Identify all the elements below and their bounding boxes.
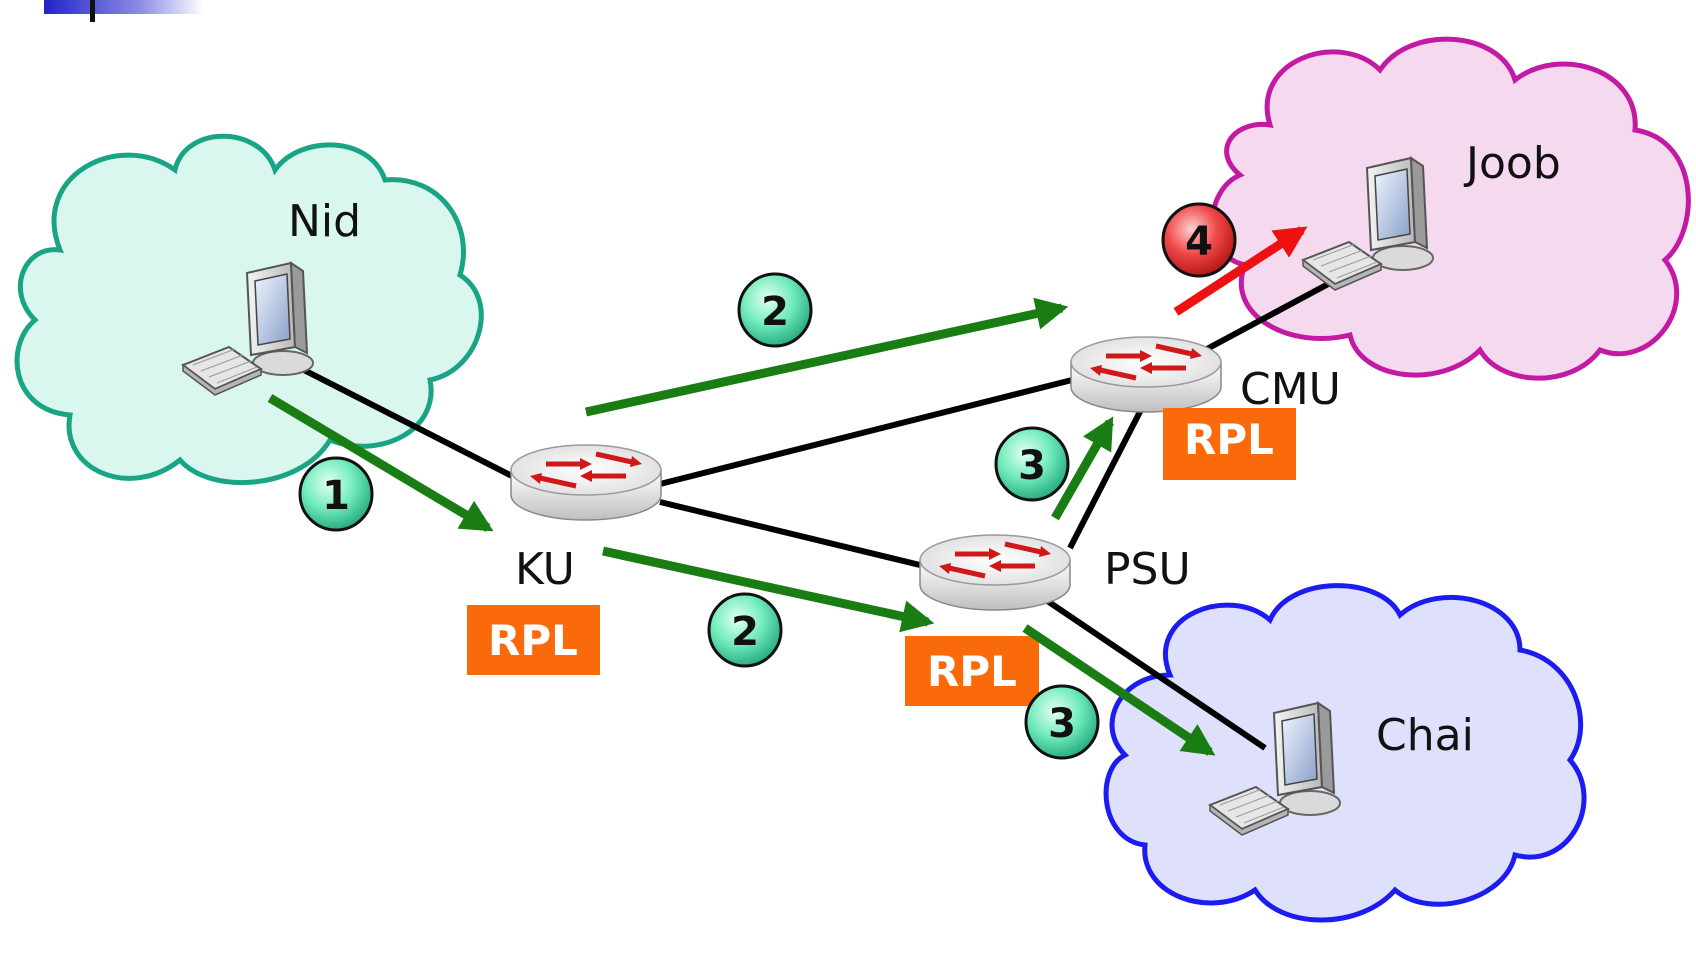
rpl-label-ku: RPL — [488, 616, 578, 665]
link-cmu-joob — [1203, 272, 1347, 353]
link-ku-psu — [659, 499, 921, 568]
step-badge-2b: 2 — [707, 592, 783, 668]
step-label-2b: 2 — [731, 609, 759, 655]
link-nid-ku — [298, 365, 514, 479]
cloud-chai-shape — [1103, 583, 1587, 923]
corner-accent — [44, 0, 204, 14]
step-label-4: 4 — [1185, 219, 1213, 265]
arrow-step-2-ku-psu — [602, 546, 935, 633]
arrow-step-3-psu-chai — [1022, 624, 1216, 756]
arrow-step-1 — [267, 394, 494, 532]
router-icon-psu — [920, 535, 1070, 610]
rpl-label-psu: RPL — [927, 647, 1017, 696]
network-label-chai: Chai — [1376, 710, 1474, 761]
link-psu-chai — [1038, 593, 1267, 751]
step-badge-3b: 3 — [1024, 684, 1100, 760]
links — [298, 272, 1347, 751]
step-badge-1: 1 — [298, 456, 374, 532]
rpl-badge-psu: RPL — [905, 636, 1039, 706]
link-psu-cmu — [1067, 398, 1149, 550]
cloud-joob-shape — [1210, 36, 1691, 381]
rpl-label-cmu: RPL — [1184, 415, 1274, 464]
network-label-joob: Joob — [1463, 138, 1561, 189]
cloud-chai — [1103, 583, 1587, 923]
router-label-cmu: CMU — [1240, 364, 1341, 415]
rpl-badge-ku: RPL — [467, 605, 600, 675]
step-badge-2a: 2 — [737, 272, 813, 348]
step-badge-3a: 3 — [994, 426, 1070, 502]
router-label-psu: PSU — [1104, 544, 1191, 595]
router-label-ku: KU — [515, 544, 575, 595]
step-label-1: 1 — [322, 473, 350, 519]
router-icon-ku — [511, 445, 661, 520]
arrow-step-2-ku-cmu — [585, 297, 1069, 417]
step-badge-4: 4 — [1161, 202, 1237, 278]
arrow-step-4-cmu-joob — [1173, 226, 1308, 316]
rpl-badge-cmu: RPL — [1163, 408, 1296, 480]
link-ku-cmu — [659, 377, 1073, 487]
router-icon-cmu — [1071, 337, 1221, 412]
step-label-3a: 3 — [1018, 443, 1046, 489]
arrow-step-3-psu-cmu — [1051, 416, 1114, 521]
flow-arrows — [267, 226, 1308, 756]
step-label-2a: 2 — [761, 289, 789, 335]
cloud-joob — [1210, 36, 1691, 381]
network-label-nid: Nid — [288, 196, 361, 247]
corner-accent-mark — [90, 0, 95, 22]
step-label-3b: 3 — [1048, 701, 1076, 747]
